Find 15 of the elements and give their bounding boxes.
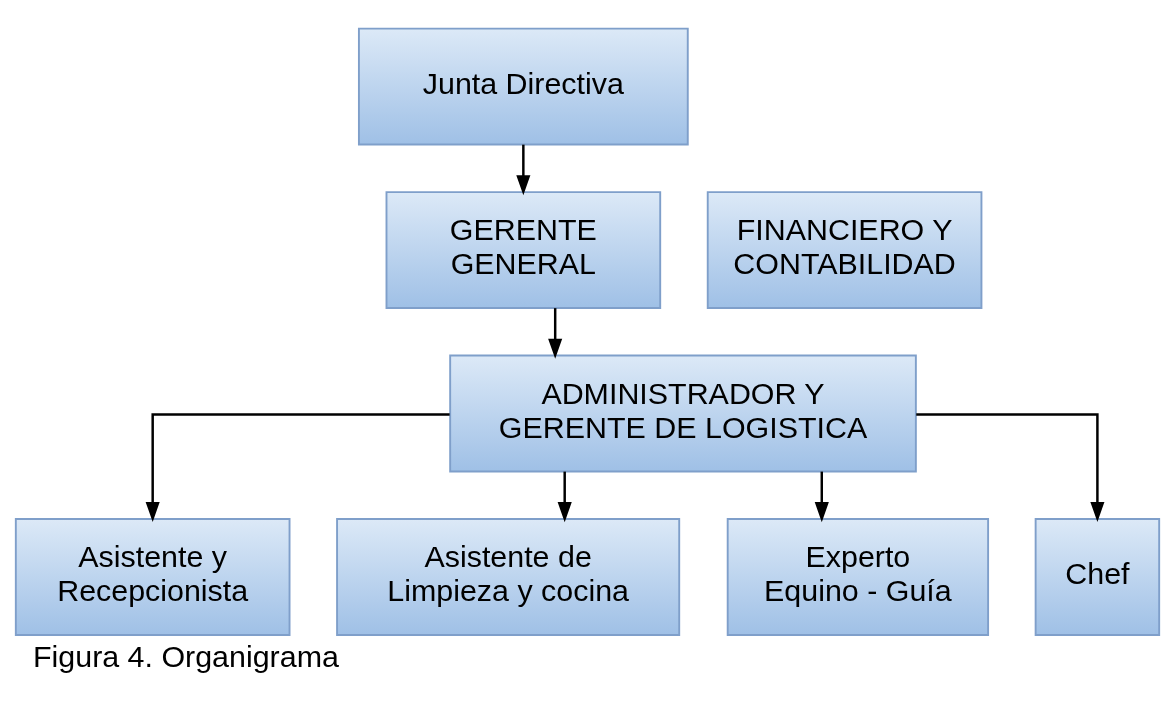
node-box: Junta Directiva: [357, 27, 689, 146]
arrow: [557, 471, 572, 523]
node-box: GERENTE GENERAL: [385, 191, 662, 309]
arrow: [916, 413, 1105, 523]
caption: Figura 4. Organigrama: [33, 638, 339, 673]
arrow: [145, 413, 450, 523]
arrow: [548, 308, 563, 359]
node-box: ADMINISTRADOR Y GERENTE DE LOGISTICA: [449, 354, 917, 473]
node-box: Chef: [1034, 518, 1161, 636]
arrow: [814, 471, 829, 523]
node-box: Asistente de Limpieza y cocina: [336, 518, 681, 636]
node-box: FINANCIERO Y CONTABILIDAD: [706, 191, 983, 309]
arrow: [516, 144, 531, 196]
node-box: Experto Equino - Guía: [726, 518, 990, 636]
node-box: Asistente y Recepcionista: [14, 518, 291, 636]
